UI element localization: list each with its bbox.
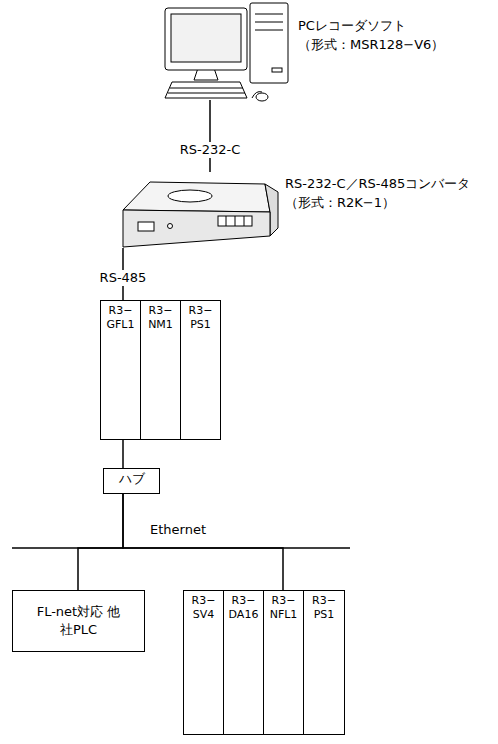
module-slot: R3− NFL1	[263, 590, 304, 735]
module-name: R3− PS1	[181, 301, 220, 332]
module-slot: R3− SV4	[183, 590, 224, 735]
pc-node: PCレコーダソフト（形式：MSR128−V6）	[160, 5, 490, 100]
module-slot: R3− PS1	[303, 590, 345, 735]
module-slot: R3− NM1	[140, 300, 181, 440]
device-label: （形式：MSR128−V6）	[298, 36, 444, 55]
converter-node: RS-232-C／RS-485コンバータ（形式：R2K−1）	[115, 172, 490, 248]
module-name: R3− SV4	[184, 591, 223, 622]
module-name: R3− DA16	[224, 591, 263, 622]
mouse	[256, 93, 268, 101]
plc-box: FL-net対応 他社PLC	[12, 590, 145, 652]
serial-port	[138, 222, 154, 231]
module-name: R3− PS1	[304, 591, 344, 622]
converter-front	[123, 210, 270, 247]
drive-slot	[255, 14, 283, 15]
module-slot: R3− GFL1	[100, 300, 141, 440]
label-column: PCレコーダソフト（形式：MSR128−V6）	[298, 17, 444, 55]
terminal-divider	[226, 216, 227, 226]
module-name: R3− GFL1	[101, 301, 140, 332]
power-button	[272, 68, 282, 72]
terminal-divider	[235, 216, 236, 226]
keyboard-row	[168, 93, 245, 94]
box-label: ハブ	[104, 469, 159, 489]
converter-emblem	[168, 190, 212, 202]
keyboard	[165, 82, 247, 98]
terminal-divider	[244, 216, 245, 226]
box-label: FL-net対応 他社PLC	[34, 591, 124, 639]
cable-label: RS-232-C	[178, 142, 243, 158]
hub-box: ハブ	[103, 468, 160, 494]
network-label: Ethernet	[150, 522, 206, 538]
device-label: RS-232-C／RS-485コンバータ	[285, 175, 470, 194]
cable-label: RS-485	[98, 270, 149, 286]
cable-line	[122, 440, 124, 468]
converter-top	[123, 182, 270, 212]
keyboard-row	[170, 88, 243, 89]
drive-slot	[255, 30, 283, 31]
converter-illustration	[123, 182, 278, 247]
cable-line	[78, 494, 123, 590]
device-label: PCレコーダソフト	[298, 17, 444, 36]
module-name: R3− NFL1	[264, 591, 303, 622]
cable-line	[209, 100, 211, 172]
module-name: R3− NM1	[141, 301, 180, 332]
module-slot: R3− PS1	[180, 300, 221, 440]
pc-tower	[250, 3, 288, 83]
pc-illustration	[165, 3, 288, 101]
device-label: （形式：R2K−1）	[285, 194, 470, 213]
cable-line	[123, 494, 283, 590]
module-slot: R3− DA16	[223, 590, 264, 735]
monitor-screen	[171, 14, 241, 62]
terminal-block	[218, 216, 252, 226]
status-led	[168, 224, 173, 229]
monitor	[165, 8, 247, 70]
label-column: RS-232-C／RS-485コンバータ（形式：R2K−1）	[285, 175, 470, 213]
drive-slot	[255, 22, 283, 23]
